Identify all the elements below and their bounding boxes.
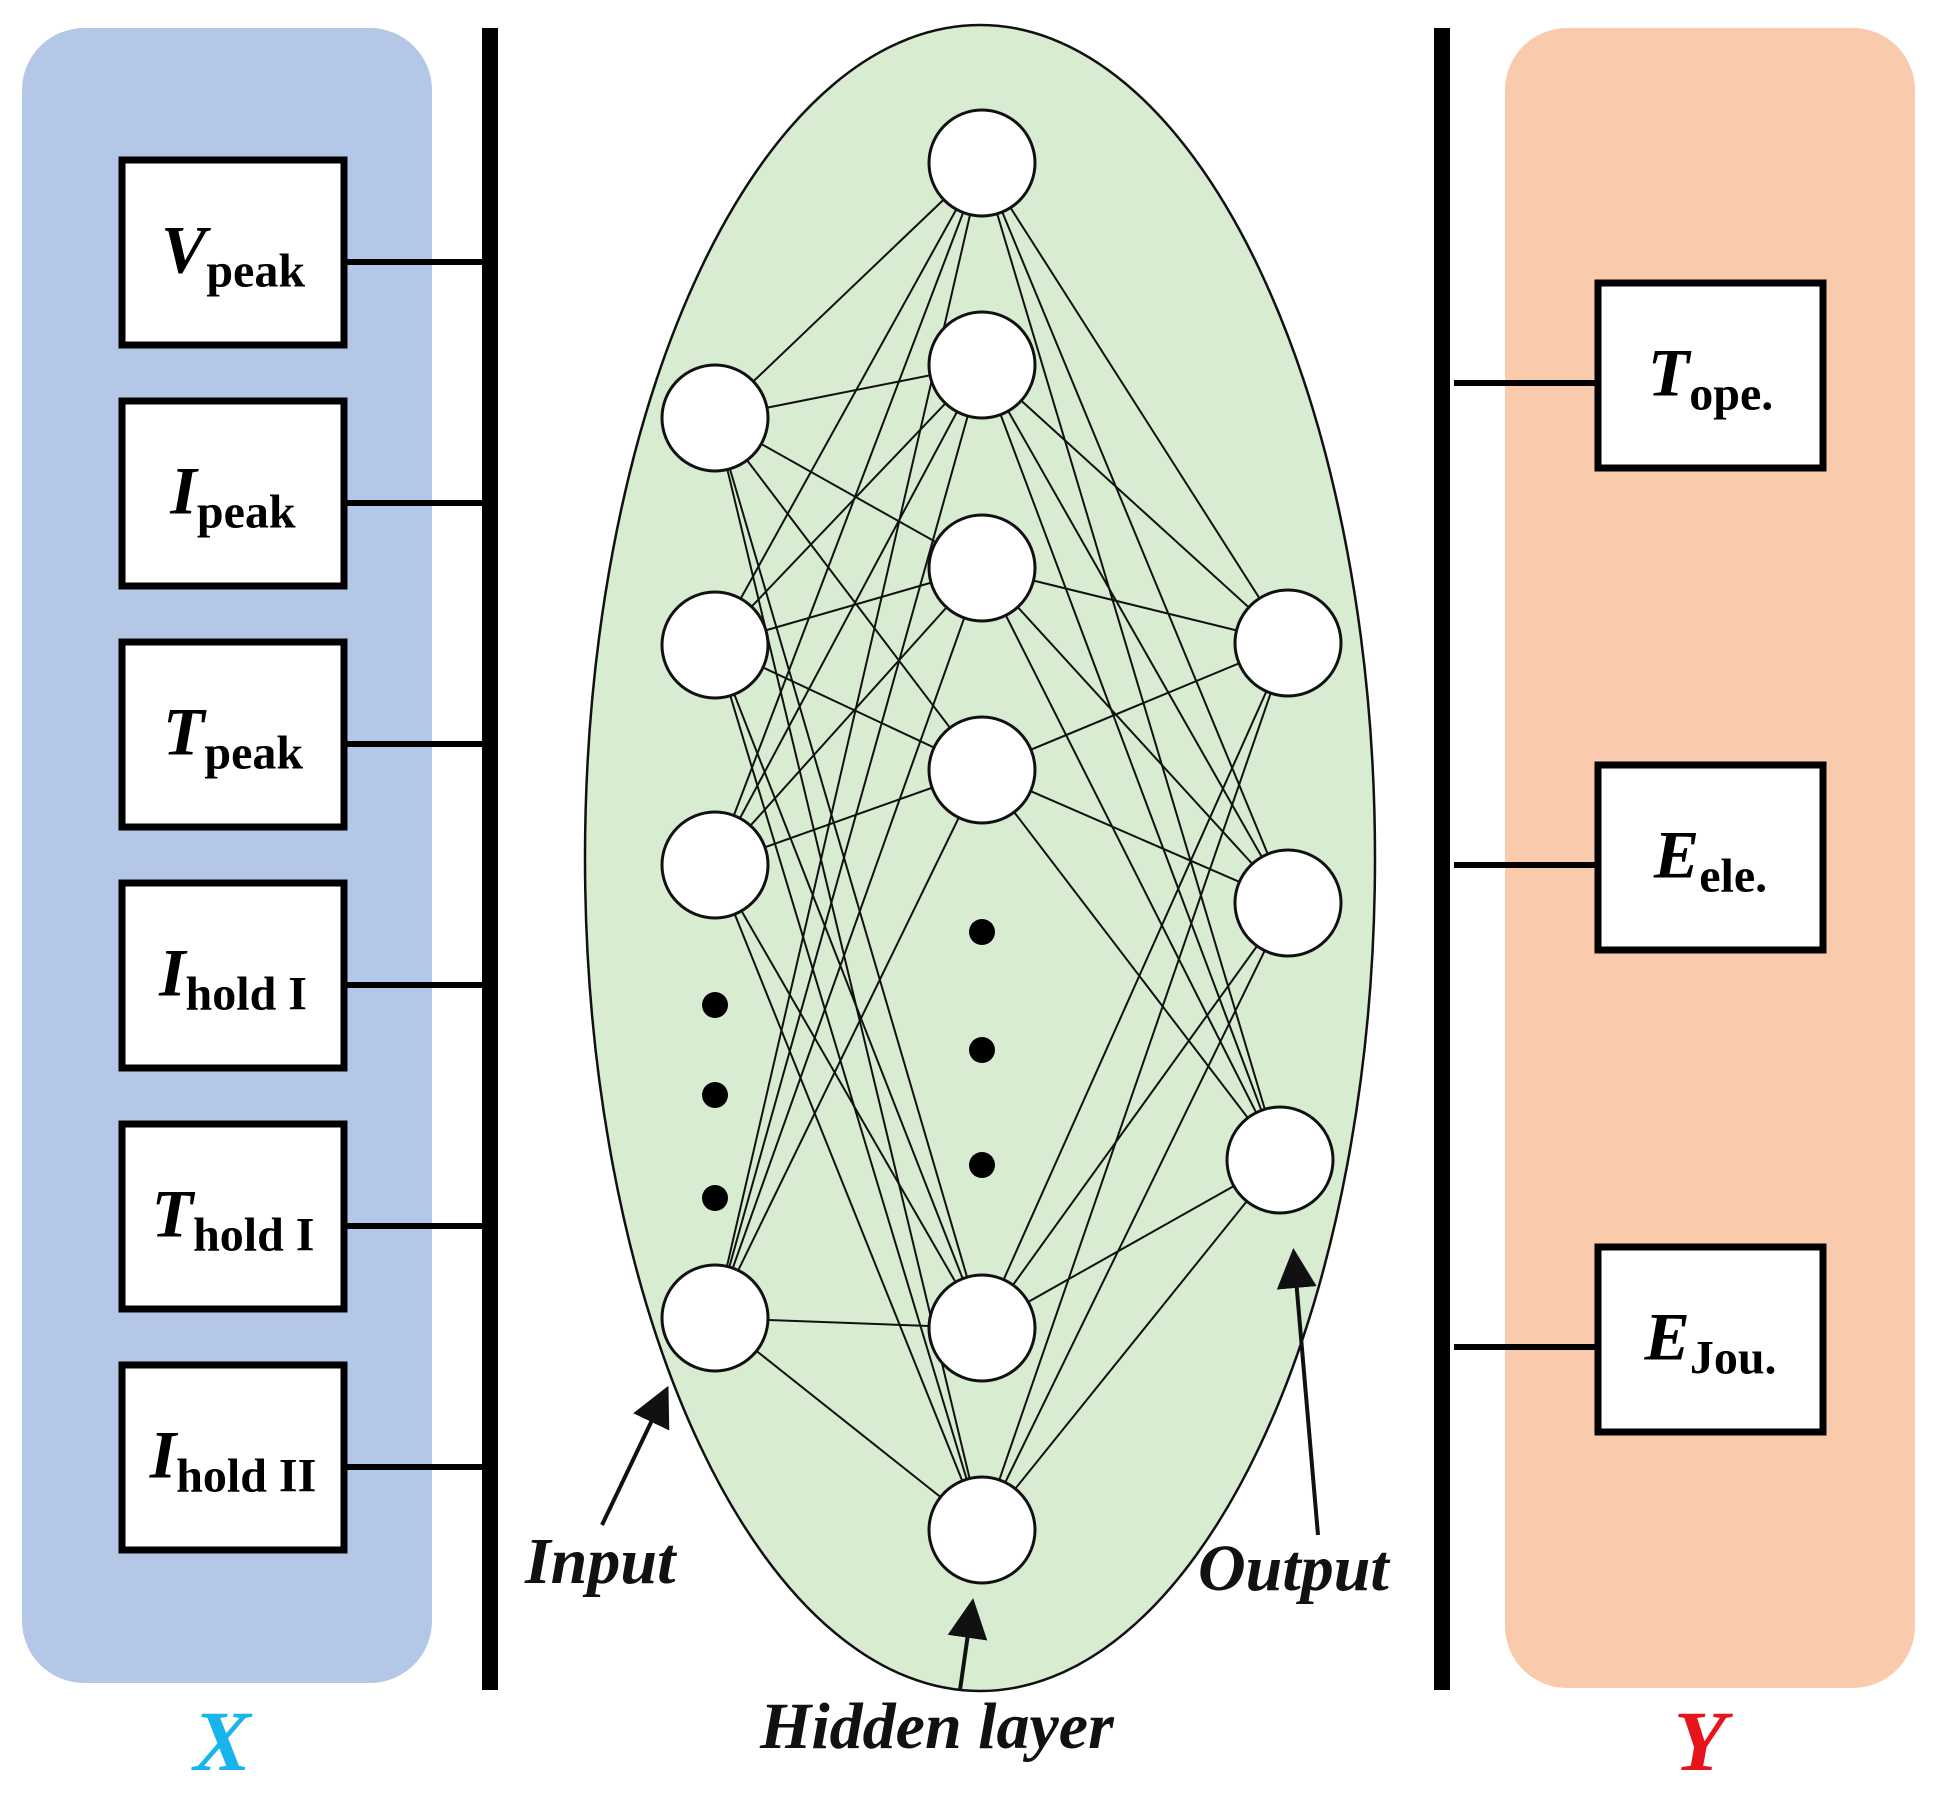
- input-variable-4: Ihold I: [118, 879, 485, 1072]
- output-variable-3: EJou.: [1454, 1243, 1827, 1436]
- connection-input-hidden: [714, 364, 983, 866]
- variable-box-border: [1594, 761, 1827, 954]
- output-variable-boxes: Tope. Eele. EJou.: [1454, 279, 1827, 1436]
- variable-symbol: Tpeak: [163, 694, 304, 780]
- connection-input-hidden: [714, 864, 983, 1329]
- connection-hidden-output: [981, 162, 1289, 904]
- connection-hidden-output: [981, 902, 1289, 1531]
- variable-box-border: [118, 879, 348, 1072]
- variable-symbol: Thold I: [152, 1176, 315, 1262]
- network-ellipse: [583, 23, 1377, 1693]
- input-variable-2: Ipeak: [118, 397, 485, 590]
- connection-hidden-output: [981, 162, 1281, 1161]
- input-variable-5: Thold I: [118, 1120, 485, 1313]
- connection-hidden-output: [981, 769, 1289, 904]
- connection-hidden-output: [981, 567, 1289, 904]
- input-node: [660, 590, 770, 700]
- input-node: [660, 363, 770, 473]
- variable-symbol: Ihold I: [158, 935, 307, 1021]
- connection-input-hidden: [714, 567, 983, 866]
- hidden-node: [927, 715, 1037, 825]
- connection-input-hidden: [714, 162, 983, 419]
- hidden-node: [927, 310, 1037, 420]
- variable-box-border: [118, 397, 348, 590]
- hidden-layer-arrow: [947, 1598, 988, 1691]
- connection-input-hidden: [714, 162, 983, 646]
- connection-input-hidden: [714, 864, 983, 1531]
- input-node: [660, 1263, 770, 1373]
- variable-symbol: Ihold II: [149, 1417, 317, 1503]
- variable-box-border: [118, 1120, 348, 1313]
- connection-input-hidden: [714, 1317, 983, 1531]
- connection-input-hidden: [714, 417, 983, 771]
- hidden-layer-label: Hidden layer: [759, 1690, 1115, 1763]
- variable-box-border: [118, 638, 348, 831]
- output-variable-2: Eele.: [1454, 761, 1827, 954]
- ellipsis-dot: [969, 1152, 995, 1178]
- ellipsis-dot: [969, 919, 995, 945]
- connection-input-hidden: [714, 364, 983, 646]
- connection-input-hidden: [714, 567, 983, 1319]
- variable-box-border: [118, 156, 348, 349]
- input-panel-title: X: [190, 1693, 253, 1789]
- output-panel-title: Y: [1674, 1693, 1734, 1789]
- variable-symbol: Eele.: [1653, 817, 1767, 903]
- output-variable-1: Tope.: [1454, 279, 1827, 472]
- hidden-node: [927, 1273, 1037, 1383]
- connection-hidden-output: [981, 642, 1289, 1329]
- output-node: [1233, 848, 1343, 958]
- ellipsis-dots: [702, 919, 995, 1211]
- connection-hidden-output: [981, 162, 1289, 644]
- connection-hidden-output: [981, 769, 1281, 1161]
- connection-input-hidden: [714, 644, 983, 1531]
- input-variable-3: Tpeak: [118, 638, 485, 831]
- input-label: Input: [524, 1525, 677, 1598]
- variable-box-border: [1594, 279, 1827, 472]
- connection-input-hidden: [714, 417, 983, 1329]
- connection-hidden-output: [981, 364, 1289, 644]
- variable-box-border: [1594, 1243, 1827, 1436]
- input-variable-1: Vpeak: [118, 156, 485, 349]
- hidden-node: [927, 108, 1037, 218]
- variable-symbol: Vpeak: [161, 212, 305, 298]
- input-variable-6: Ihold II: [118, 1361, 485, 1554]
- variable-symbol: EJou.: [1643, 1299, 1776, 1385]
- output-node: [1233, 588, 1343, 698]
- input-node: [660, 810, 770, 920]
- connection-input-hidden: [714, 162, 983, 866]
- variable-symbol: Tope.: [1648, 335, 1774, 421]
- variable-box-border: [118, 1361, 348, 1554]
- output-node: [1225, 1105, 1335, 1215]
- connection-hidden-output: [981, 902, 1289, 1329]
- connection-input-hidden: [714, 644, 983, 1329]
- network-nodes: [660, 108, 1343, 1585]
- input-arrow: [600, 1385, 670, 1526]
- ellipsis-dot: [702, 992, 728, 1018]
- output-arrow: [1276, 1248, 1320, 1536]
- ellipsis-dot: [702, 1185, 728, 1211]
- connection-hidden-output: [981, 1159, 1281, 1329]
- connection-hidden-output: [981, 567, 1281, 1161]
- connection-hidden-output: [981, 1159, 1281, 1531]
- connection-input-hidden: [714, 769, 983, 1319]
- connection-hidden-output: [981, 364, 1289, 904]
- ellipsis-dot: [702, 1082, 728, 1108]
- output-label: Output: [1198, 1532, 1390, 1605]
- connection-input-hidden: [714, 364, 983, 1319]
- hidden-node: [927, 1475, 1037, 1585]
- connection-hidden-output: [981, 364, 1281, 1161]
- ellipsis-dot: [969, 1037, 995, 1063]
- connection-hidden-output: [981, 642, 1289, 1531]
- connection-hidden-output: [981, 642, 1289, 771]
- variable-symbol: Ipeak: [169, 453, 295, 539]
- hidden-node: [927, 513, 1037, 623]
